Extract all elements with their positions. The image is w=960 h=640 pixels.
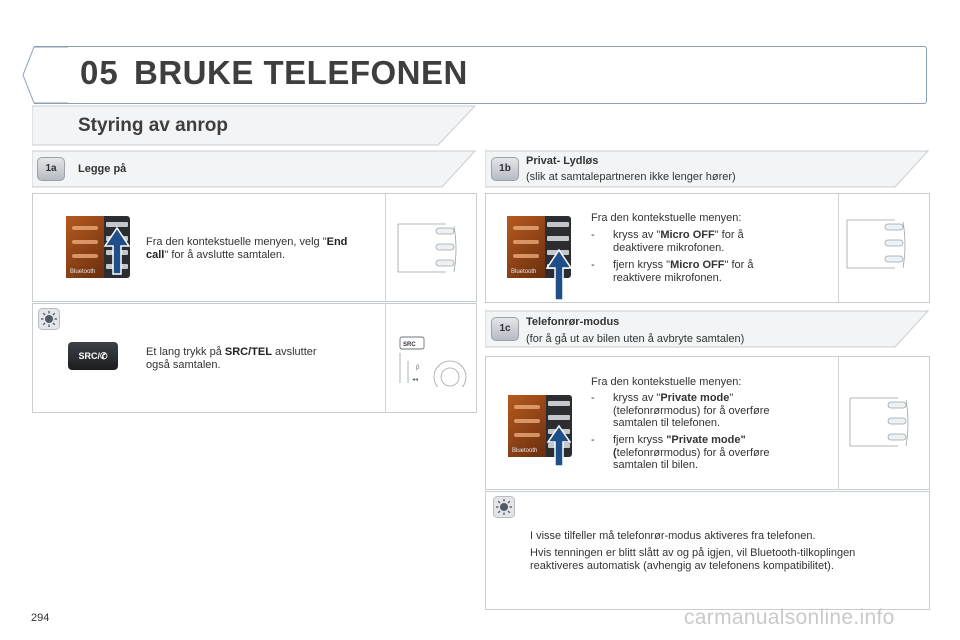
block-1c-divider	[838, 357, 839, 489]
bullet-dash: -	[591, 392, 595, 404]
chapter-title: BRUKE TELEFONEN	[134, 54, 468, 91]
block-1b-header-bar	[485, 150, 929, 188]
phone-menu-screen-1b: Bluetooth	[507, 216, 571, 278]
steering-control-sketch: SRC β ◂◂	[399, 336, 467, 387]
src-tel-button-image: SRC/✆	[68, 342, 118, 370]
screen-button	[106, 222, 128, 227]
block-1c-bullet-1: - kryss av "Private mode"(telefonrørmodu…	[591, 392, 826, 434]
bullet-text: kryss av "Private mode"(telefonrørmodus)…	[613, 392, 770, 429]
block-1b-title: Privat- Lydløs	[526, 155, 599, 167]
svg-text:SRC: SRC	[403, 342, 416, 348]
svg-text:◂◂: ◂◂	[412, 377, 418, 383]
bullet-text: fjern kryss "Private mode"(telefonrørmod…	[613, 434, 770, 471]
block-1c-intro: Fra den kontekstuelle menyen:	[591, 376, 742, 388]
right-tip-para-1: I visse tilfeller må telefonrør-modus ak…	[530, 530, 816, 542]
arrow-up-icon	[546, 424, 572, 467]
menu-line	[514, 433, 540, 437]
menu-line	[72, 226, 98, 230]
block-1c-header-bar	[485, 310, 929, 348]
block-1b-subtitle: (slik at samtalepartneren ikke lenger hø…	[526, 171, 736, 183]
bluetooth-label: Bluetooth	[511, 269, 537, 275]
block-1c-title: Telefonrør-modus	[526, 316, 620, 328]
screen-button	[548, 415, 570, 420]
lightbulb-icon	[493, 496, 515, 518]
right-tip-para-2: Hvis tenningen er blitt slått av og på i…	[530, 547, 856, 572]
left-tip-text: Et lang trykk på SRC/TEL avslutter også …	[146, 346, 317, 371]
badge-1a: 1a	[37, 157, 65, 181]
menu-line	[513, 240, 539, 244]
menu-line	[513, 226, 539, 230]
lightbulb-icon	[38, 308, 60, 330]
arrow-up-icon	[545, 248, 573, 301]
block-1b-divider	[838, 194, 839, 302]
menu-line	[514, 405, 540, 409]
screen-sketch-1a	[397, 223, 457, 273]
bullet-dash: -	[591, 259, 595, 271]
chapter-header-frame	[34, 46, 927, 104]
bullet-dash: -	[591, 434, 595, 446]
section-title-bar	[32, 105, 476, 146]
screen-sketch-1c	[849, 397, 909, 447]
block-1a-divider	[385, 194, 386, 301]
menu-line	[513, 254, 539, 258]
menu-line	[72, 240, 98, 244]
src-button-label: SRC/	[78, 351, 100, 361]
screen-button	[547, 236, 569, 241]
menu-line	[72, 254, 98, 258]
block-1c-bullet-2: - fjern kryss "Private mode"(telefonrørm…	[591, 434, 826, 476]
block-1c-subtitle: (for å gå ut av bilen uten å avbryte sam…	[526, 333, 745, 345]
watermark: carmanualsonline.info	[684, 606, 895, 629]
chapter-number: 05	[80, 54, 119, 91]
block-1a-header-bar	[32, 150, 476, 188]
bluetooth-label: Bluetooth	[70, 269, 96, 275]
block-1b-intro: Fra den kontekstuelle menyen:	[591, 212, 742, 224]
bluetooth-label: Bluetooth	[512, 448, 538, 454]
screen-sketch-1b	[846, 219, 906, 269]
svg-text:β: β	[416, 365, 420, 371]
menu-line	[514, 419, 540, 423]
block-1a-instruction: Fra den kontekstuelle menyen, velg "End …	[146, 236, 348, 261]
badge-1c: 1c	[491, 317, 519, 341]
block-1a-title: Legge på	[78, 163, 127, 175]
page-number: 294	[31, 612, 50, 624]
right-tip-box	[485, 491, 930, 610]
badge-1b: 1b	[491, 157, 519, 181]
bullet-dash: -	[591, 229, 595, 241]
section-title: Styring av anrop	[78, 115, 228, 136]
left-tip-divider	[385, 304, 386, 412]
screen-button	[548, 401, 570, 406]
screen-button	[547, 222, 569, 227]
arrow-up-icon	[103, 226, 131, 275]
phone-glyph-icon: ✆	[99, 351, 108, 361]
